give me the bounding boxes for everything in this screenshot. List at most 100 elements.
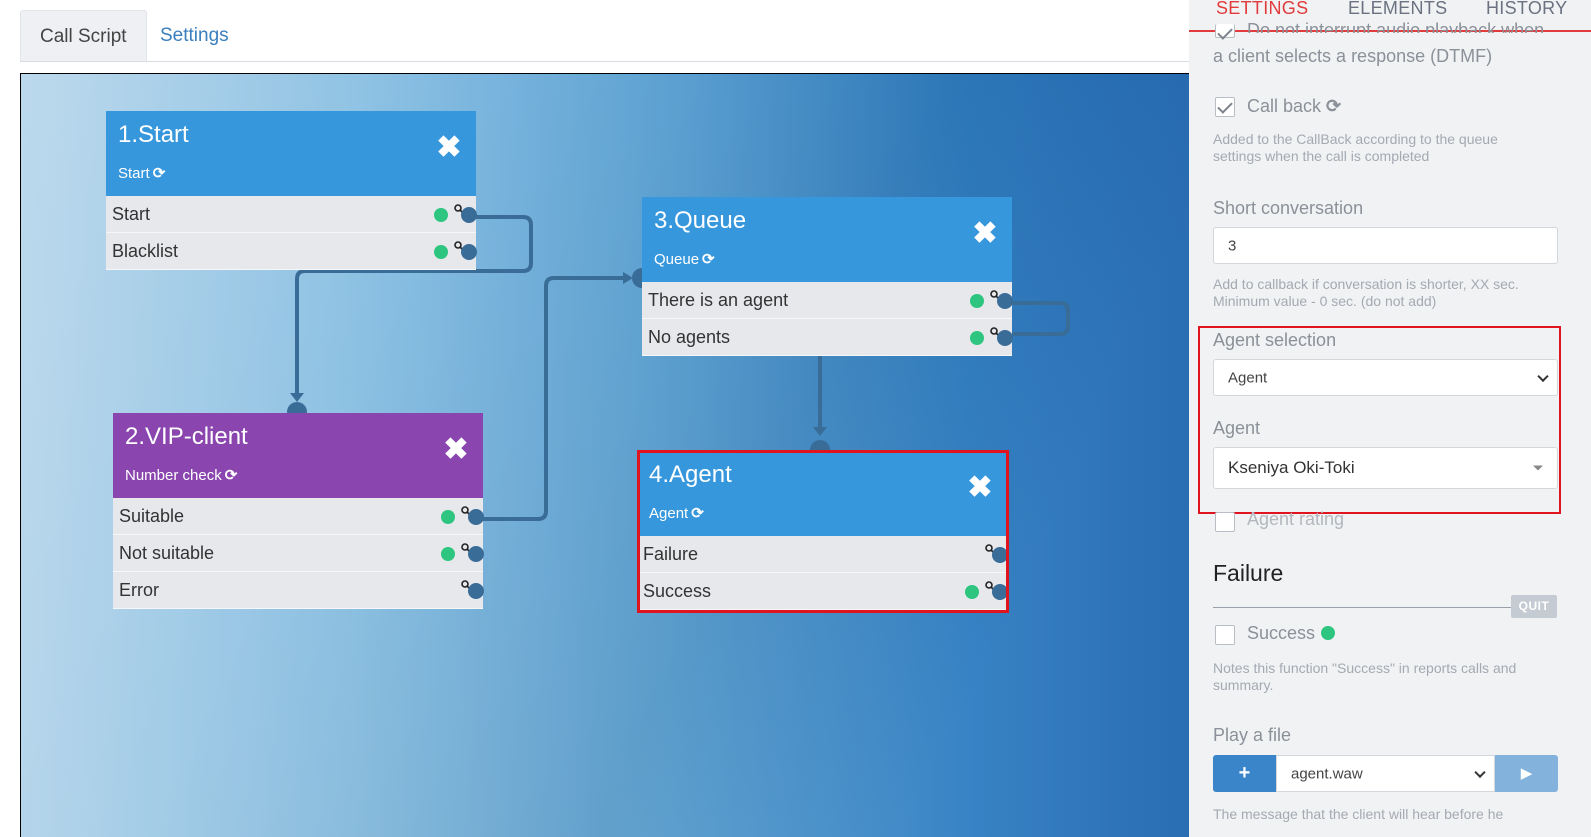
panel-tab-elements[interactable]: ELEMENTS [1348,0,1448,18]
short-conversation-value: 3 [1228,237,1237,254]
tab-call-script[interactable]: Call Script [20,10,147,61]
output-port[interactable] [468,509,484,525]
node-row-success: Success [637,573,1008,610]
node-subtitle[interactable]: Queue⟳ [654,250,715,268]
agent-rating-label: Agent rating [1247,509,1345,529]
row-label: Start [112,204,151,224]
node-subtitle[interactable]: Agent⟳ [649,504,704,522]
close-icon[interactable]: ✖ [967,471,993,504]
dtmf-label-top: Do not interrupt audio playback when [1247,20,1545,33]
node-agent[interactable]: 4.Agent Agent⟳ ✖ Failure Success [637,451,1008,610]
green-dot-icon [441,510,455,524]
node-row-failure: Failure [637,536,1008,573]
success-hint-1: Notes this function "Success" in reports… [1213,660,1517,676]
node-row-blacklist: Blacklist [106,233,477,270]
row-label: There is an agent [648,290,789,310]
play-button[interactable]: ▶ [1495,755,1558,792]
green-dot-icon [434,245,448,259]
agent-selection-select[interactable]: Agent [1213,359,1558,396]
node-title: 4.Agent [649,461,732,488]
agent-selection-value: Agent [1228,369,1268,386]
success-checkbox[interactable] [1215,625,1235,645]
callback-label: Call back ⟳ [1247,96,1341,117]
node-row-not-suitable: Not suitable [113,535,484,572]
node-title: 1.Start [118,121,189,148]
output-port[interactable] [992,584,1008,600]
node-row-suitable: Suitable [113,498,484,535]
output-port[interactable] [468,546,484,562]
close-icon[interactable]: ✖ [443,433,469,466]
panel-tab-history[interactable]: HISTORY [1486,0,1568,18]
short-conversation-hint-2: Minimum value - 0 sec. (do not add) [1213,293,1437,309]
row-label: Suitable [119,506,185,526]
refresh-icon[interactable]: ⟳ [1326,96,1342,116]
settings-panel: SETTINGS ELEMENTS HISTORY Do not interru… [1189,0,1591,837]
refresh-icon[interactable]: ⟳ [152,165,166,182]
agent-select[interactable]: Kseniya Oki-Toki [1213,447,1558,489]
panel-tabs: SETTINGS ELEMENTS HISTORY [1189,0,1591,32]
refresh-icon[interactable]: ⟳ [691,505,704,522]
top-tabs: Call Script Settings [20,10,1190,62]
node-row-start: Start [106,196,477,233]
add-file-button[interactable]: + [1213,755,1276,792]
node-subtitle-text: Queue [654,251,700,268]
output-port[interactable] [461,244,477,260]
row-label: Error [119,580,159,600]
output-port[interactable] [468,583,484,599]
node-row-there-is-an-agent: There is an agent [642,282,1013,319]
close-icon[interactable]: ✖ [972,217,998,250]
node-vip-client[interactable]: 2.VIP-client Number check⟳ ✖ Suitable No… [113,413,484,609]
quit-badge: QUIT [1511,595,1557,618]
output-port[interactable] [461,207,477,223]
green-dot-icon [434,208,448,222]
output-port[interactable] [997,293,1013,309]
node-title: 3.Queue [654,207,747,234]
row-label: Success [643,581,712,601]
agent-selection-label: Agent selection [1213,330,1337,350]
node-subtitle[interactable]: Start⟳ [118,164,165,182]
file-select-value: agent.waw [1291,765,1363,782]
node-queue[interactable]: 3.Queue Queue⟳ ✖ There is an agent No ag… [642,197,1013,356]
green-dot-icon [970,294,984,308]
short-conversation-input[interactable]: 3 [1213,227,1558,264]
node-agent-highlight [637,450,1009,613]
play-file-label: Play a file [1213,725,1292,745]
node-agent-header[interactable]: 4.Agent Agent⟳ ✖ [637,451,1007,536]
node-subtitle-text: Number check [125,467,222,484]
dtmf-label: a client selects a response (DTMF) [1213,46,1493,66]
node-vip-header[interactable]: 2.VIP-client Number check⟳ ✖ [113,413,483,498]
node-start-header[interactable]: 1.Start Start⟳ ✖ [106,111,476,196]
dtmf-checkbox[interactable] [1215,24,1235,38]
file-select[interactable]: agent.waw [1276,755,1495,792]
callback-checkbox[interactable] [1215,97,1235,117]
agent-settings-highlight [1198,326,1561,514]
agent-rating-checkbox[interactable] [1215,512,1235,532]
node-row-error: Error [113,572,484,609]
panel-tab-settings[interactable]: SETTINGS [1216,0,1309,18]
chevron-down-icon [1474,766,1486,778]
row-label: Failure [643,544,699,564]
node-queue-header[interactable]: 3.Queue Queue⟳ ✖ [642,197,1012,282]
tab-settings[interactable]: Settings [160,25,229,46]
refresh-icon[interactable]: ⟳ [224,467,238,484]
success-hint-2: summary. [1213,677,1274,693]
failure-heading: Failure [1213,560,1284,586]
failure-divider [1213,607,1511,608]
node-title: 2.VIP-client [125,423,248,450]
callback-hint-2: settings when the call is completed [1213,148,1430,164]
node-row-no-agents: No agents [642,319,1013,356]
node-start[interactable]: 1.Start Start⟳ ✖ Start Blacklist [106,111,477,270]
node-subtitle-text: Start [118,165,150,182]
callback-hint-1: Added to the CallBack according to the q… [1213,131,1498,147]
close-icon[interactable]: ✖ [436,131,462,164]
refresh-icon[interactable]: ⟳ [702,251,715,268]
caret-down-icon [1533,465,1543,471]
play-file-hint: The message that the client will hear be… [1213,806,1504,822]
output-port[interactable] [997,330,1013,346]
agent-select-value: Kseniya Oki-Toki [1228,458,1355,477]
active-tab-underline [1189,30,1319,32]
output-port[interactable] [992,547,1008,563]
node-subtitle[interactable]: Number check⟳ [125,466,237,484]
short-conversation-hint-1: Add to callback if conversation is short… [1213,276,1519,292]
green-dot-icon [1321,626,1335,640]
